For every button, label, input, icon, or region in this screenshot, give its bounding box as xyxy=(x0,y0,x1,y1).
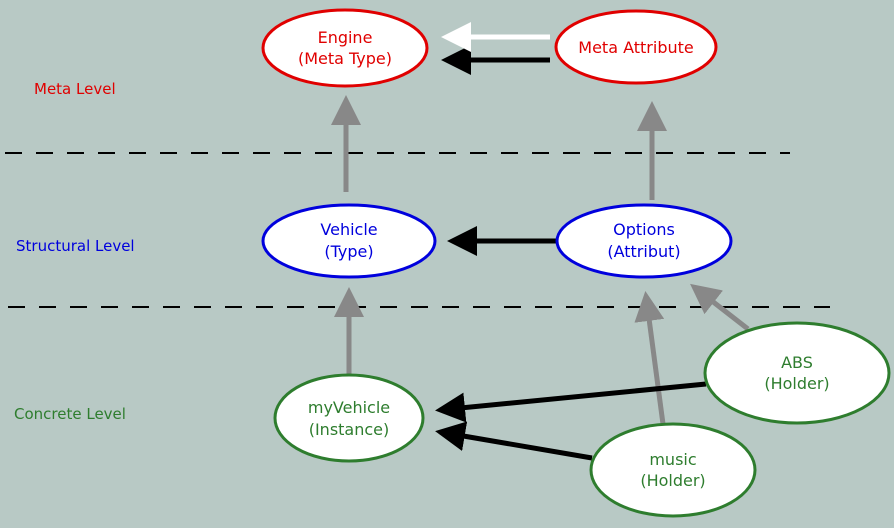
node-my-vehicle-shape xyxy=(273,373,425,463)
arrow-abs-to-myvehicle xyxy=(435,381,707,423)
level-label-structural: Structural Level xyxy=(16,237,135,255)
node-engine: Engine (Meta Type) xyxy=(261,8,429,88)
arrow-music-to-options xyxy=(634,291,666,425)
node-music-subtitle: (Holder) xyxy=(640,471,705,490)
node-music-shape xyxy=(589,422,757,518)
node-options-shape xyxy=(555,203,733,279)
node-engine-subtitle: (Meta Type) xyxy=(298,49,392,68)
node-music: music (Holder) xyxy=(589,422,757,518)
node-engine-title: Engine xyxy=(318,28,373,47)
node-options-title: Options xyxy=(613,220,675,239)
arrow-music-to-myvehicle xyxy=(435,421,593,461)
node-abs-title: ABS xyxy=(781,353,813,372)
node-abs-subtitle: (Holder) xyxy=(764,374,829,393)
node-meta-attribute: Meta Attribute xyxy=(554,9,718,85)
node-vehicle-title: Vehicle xyxy=(320,220,377,239)
node-vehicle-shape xyxy=(261,203,437,279)
node-my-vehicle-subtitle: (Instance) xyxy=(309,420,390,439)
arrow-abs-to-options xyxy=(690,283,750,331)
level-label-concrete: Concrete Level xyxy=(14,405,126,423)
node-meta-attribute-title: Meta Attribute xyxy=(578,38,693,57)
node-options: Options (Attribut) xyxy=(555,203,733,279)
node-engine-shape xyxy=(261,8,429,88)
node-abs: ABS (Holder) xyxy=(703,321,891,425)
node-my-vehicle-title: myVehicle xyxy=(308,398,390,417)
level-label-meta: Meta Level xyxy=(34,80,116,98)
node-my-vehicle: myVehicle (Instance) xyxy=(273,373,425,463)
node-vehicle: Vehicle (Type) xyxy=(261,203,437,279)
node-options-subtitle: (Attribut) xyxy=(607,242,680,261)
node-vehicle-subtitle: (Type) xyxy=(324,242,373,261)
node-music-title: music xyxy=(649,450,696,469)
node-meta-attribute-shape xyxy=(554,9,718,85)
node-abs-shape xyxy=(703,321,891,425)
